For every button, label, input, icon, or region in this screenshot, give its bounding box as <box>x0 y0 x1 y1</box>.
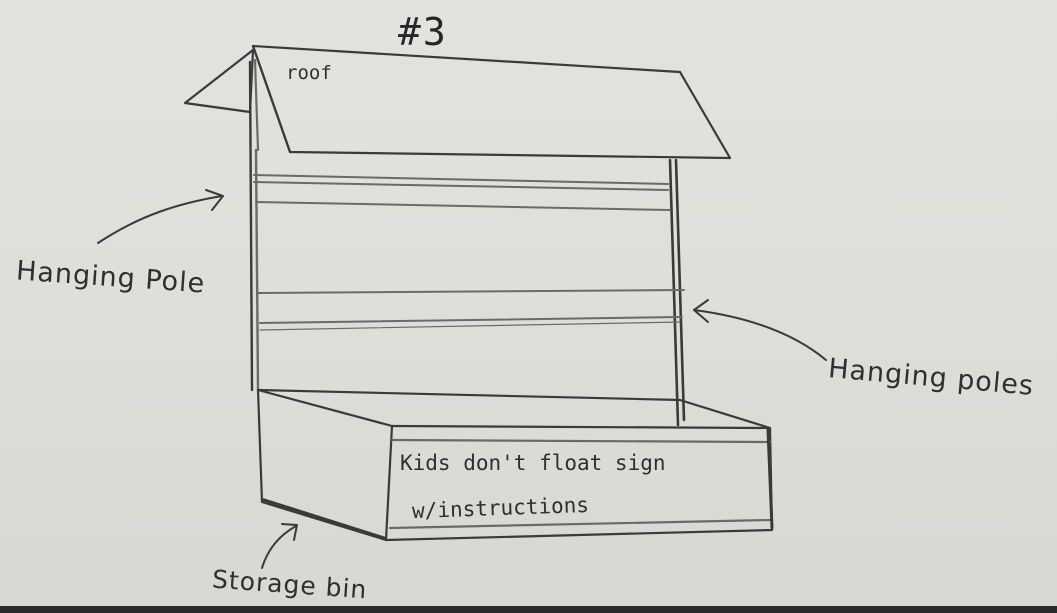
sign-text-line1: Kids don't float sign <box>400 451 666 475</box>
roof-label: roof <box>286 62 332 84</box>
arrow-to-hanging-pole <box>98 190 223 243</box>
arrow-to-storage-bin <box>262 524 297 568</box>
sketch-number: #3 <box>398 10 448 54</box>
roof-outline <box>185 46 730 158</box>
hanging-rails <box>254 175 684 330</box>
right-pole <box>670 160 684 425</box>
arrow-to-hanging-poles <box>694 300 826 360</box>
